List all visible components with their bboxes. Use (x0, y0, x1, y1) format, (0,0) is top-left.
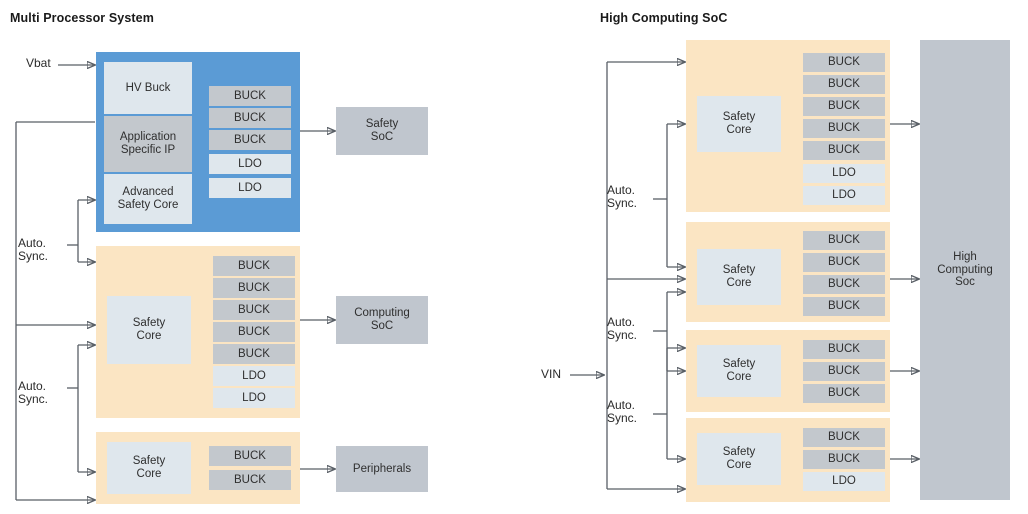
rail-tile-buck[interactable]: BUCK (803, 97, 885, 116)
auto-sync-label-left-1: Auto. Sync. (18, 236, 49, 264)
auto-sync-label-right-2: Auto. Sync. (607, 315, 638, 343)
rail-tile-buck[interactable]: BUCK (803, 297, 885, 316)
rail-tile-buck[interactable]: BUCK (209, 446, 291, 466)
tile-hv-buck[interactable]: HV Buck (104, 62, 192, 114)
rail-tile-ldo[interactable]: LDO (213, 366, 295, 386)
rail-tile-ldo[interactable]: LDO (803, 472, 885, 491)
rail-tile-buck[interactable]: BUCK (209, 130, 291, 150)
auto-sync-label-right-3: Auto. Sync. (607, 398, 638, 426)
vbat-rail-label: Vbat (26, 56, 51, 70)
rail-tile-buck[interactable]: BUCK (213, 256, 295, 276)
rail-tile-buck[interactable]: BUCK (803, 275, 885, 294)
vin-rail-label: VIN (541, 367, 562, 381)
rail-tile-ldo[interactable]: LDO (803, 164, 885, 183)
rail-tile-buck[interactable]: BUCK (213, 344, 295, 364)
rail-tile-buck[interactable]: BUCK (803, 53, 885, 72)
rail-tile-buck[interactable]: BUCK (209, 470, 291, 490)
auto-sync-label-left-2: Auto. Sync. (18, 379, 49, 407)
rail-tile-ldo[interactable]: LDO (213, 388, 295, 408)
right-diagram-title: High Computing SoC (600, 11, 728, 25)
rail-tile-buck[interactable]: BUCK (803, 362, 885, 381)
rail-tile-buck[interactable]: BUCK (803, 340, 885, 359)
rail-tile-buck[interactable]: BUCK (803, 428, 885, 447)
rail-tile-buck[interactable]: BUCK (803, 231, 885, 250)
rail-tile-buck[interactable]: BUCK (803, 141, 885, 160)
rail-tile-buck[interactable]: BUCK (213, 278, 295, 298)
rail-tile-ldo[interactable]: LDO (209, 154, 291, 174)
left-diagram-title: Multi Processor System (10, 11, 154, 25)
tile-safety-core[interactable]: Safety Core (697, 249, 781, 305)
tile-safety-core[interactable]: Safety Core (107, 296, 191, 364)
rail-tile-ldo[interactable]: LDO (803, 186, 885, 205)
rail-tile-buck[interactable]: BUCK (213, 300, 295, 320)
tile-advanced-safety-core[interactable]: Advanced Safety Core (104, 174, 192, 224)
rail-tile-buck[interactable]: BUCK (209, 86, 291, 106)
target-peripherals[interactable]: Peripherals (336, 446, 428, 492)
auto-sync-label-right-1: Auto. Sync. (607, 183, 638, 211)
rail-tile-buck[interactable]: BUCK (213, 322, 295, 342)
rail-tile-buck[interactable]: BUCK (803, 384, 885, 403)
target-high-computing-soc[interactable]: High Computing Soc (920, 40, 1010, 500)
target-safety-soc[interactable]: Safety SoC (336, 107, 428, 155)
rail-tile-buck[interactable]: BUCK (803, 450, 885, 469)
tile-safety-core[interactable]: Safety Core (697, 345, 781, 397)
rail-tile-buck[interactable]: BUCK (209, 108, 291, 128)
tile-safety-core[interactable]: Safety Core (107, 442, 191, 494)
tile-safety-core[interactable]: Safety Core (697, 96, 781, 152)
rail-tile-buck[interactable]: BUCK (803, 119, 885, 138)
tile-safety-core[interactable]: Safety Core (697, 433, 781, 485)
rail-tile-ldo[interactable]: LDO (209, 178, 291, 198)
target-computing-soc[interactable]: Computing SoC (336, 296, 428, 344)
rail-tile-buck[interactable]: BUCK (803, 253, 885, 272)
rail-tile-buck[interactable]: BUCK (803, 75, 885, 94)
tile-application-specific-ip[interactable]: Application Specific IP (104, 116, 192, 172)
